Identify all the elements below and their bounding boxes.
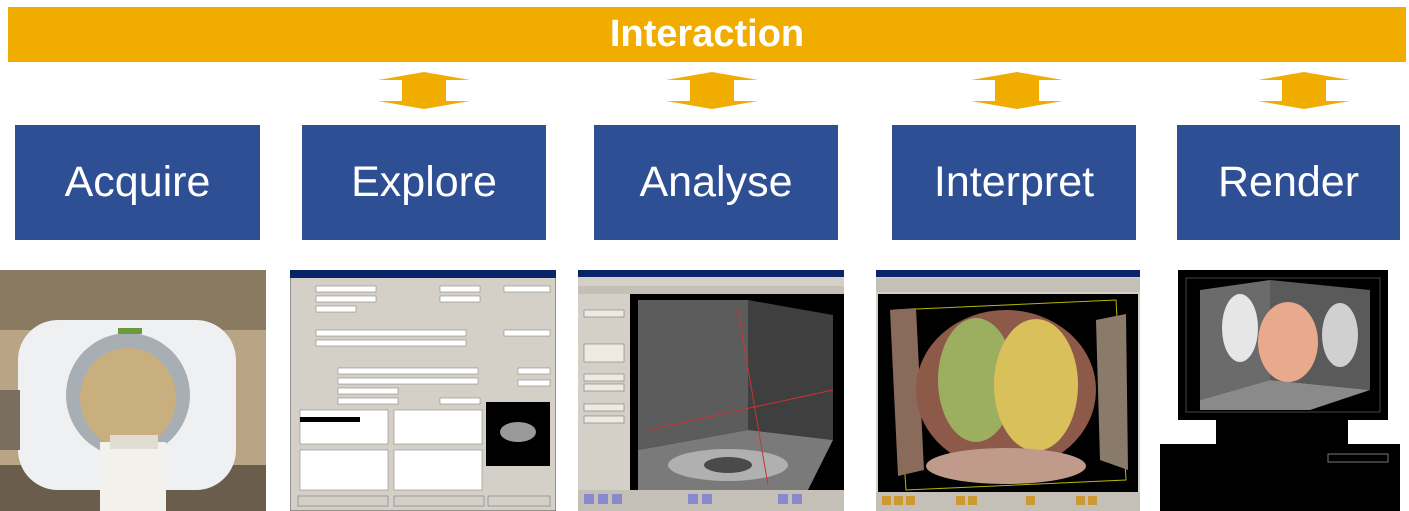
slice-analysis-screenshot	[578, 270, 844, 511]
workstation-monitor-render	[1160, 270, 1400, 511]
stage-render: Render	[1177, 125, 1400, 240]
interaction-label: Interaction	[609, 13, 805, 55]
double-arrow-icon	[971, 72, 1063, 109]
double-arrow-icon	[378, 72, 470, 109]
dicom-browser-screenshot	[290, 270, 556, 511]
stage-explore: Explore	[302, 125, 546, 240]
3d-volume-render-screenshot	[876, 270, 1140, 511]
stage-acquire: Acquire	[15, 125, 260, 240]
stage-analyse: Analyse	[594, 125, 838, 240]
stage-interpret: Interpret	[892, 125, 1136, 240]
interaction-bar: Interaction	[8, 7, 1406, 62]
ct-scanner-photo	[0, 270, 266, 511]
double-arrow-icon	[1258, 72, 1350, 109]
double-arrow-icon	[666, 72, 758, 109]
